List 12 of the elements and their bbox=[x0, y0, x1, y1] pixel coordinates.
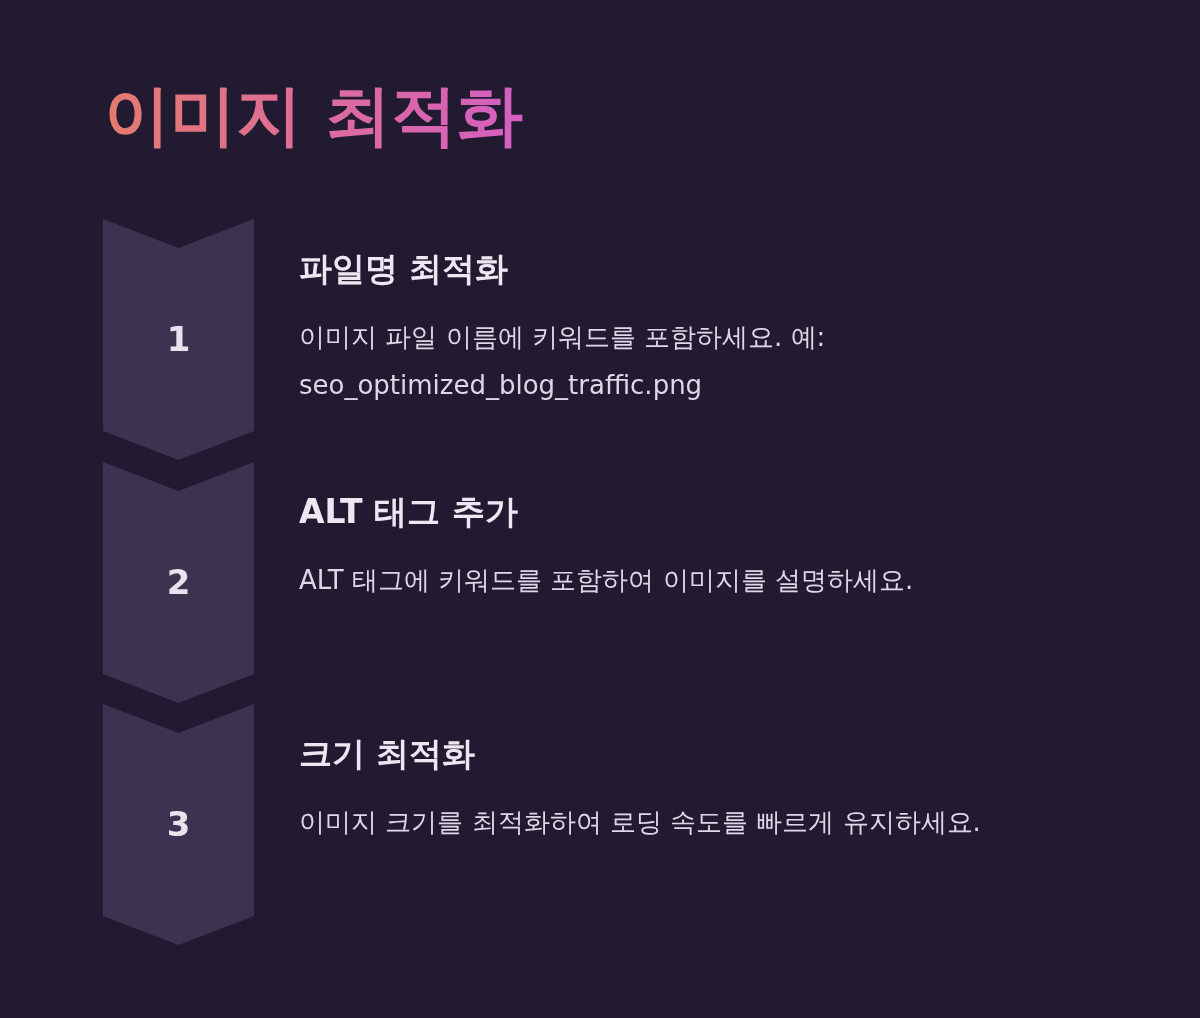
step-description: 이미지 크기를 최적화하여 로딩 속도를 빠르게 유지하세요. bbox=[299, 806, 982, 839]
step-panel bbox=[103, 219, 254, 460]
step-panel bbox=[103, 704, 254, 945]
step-panel bbox=[103, 462, 254, 703]
step-description: ALT 태그에 키워드를 포함하여 이미지를 설명하세요. bbox=[299, 564, 915, 597]
step-heading: ALT 태그 추가 bbox=[299, 491, 518, 533]
step-number: 3 bbox=[165, 804, 192, 844]
step-number: 2 bbox=[165, 562, 192, 602]
step-number: 1 bbox=[165, 319, 192, 359]
step-heading: 크기 최적화 bbox=[299, 733, 476, 775]
step-heading: 파일명 최적화 bbox=[299, 248, 509, 290]
step-description: 이미지 파일 이름에 키워드를 포함하세요. 예: seo_optimized_blog_traffic.png bbox=[299, 321, 827, 402]
